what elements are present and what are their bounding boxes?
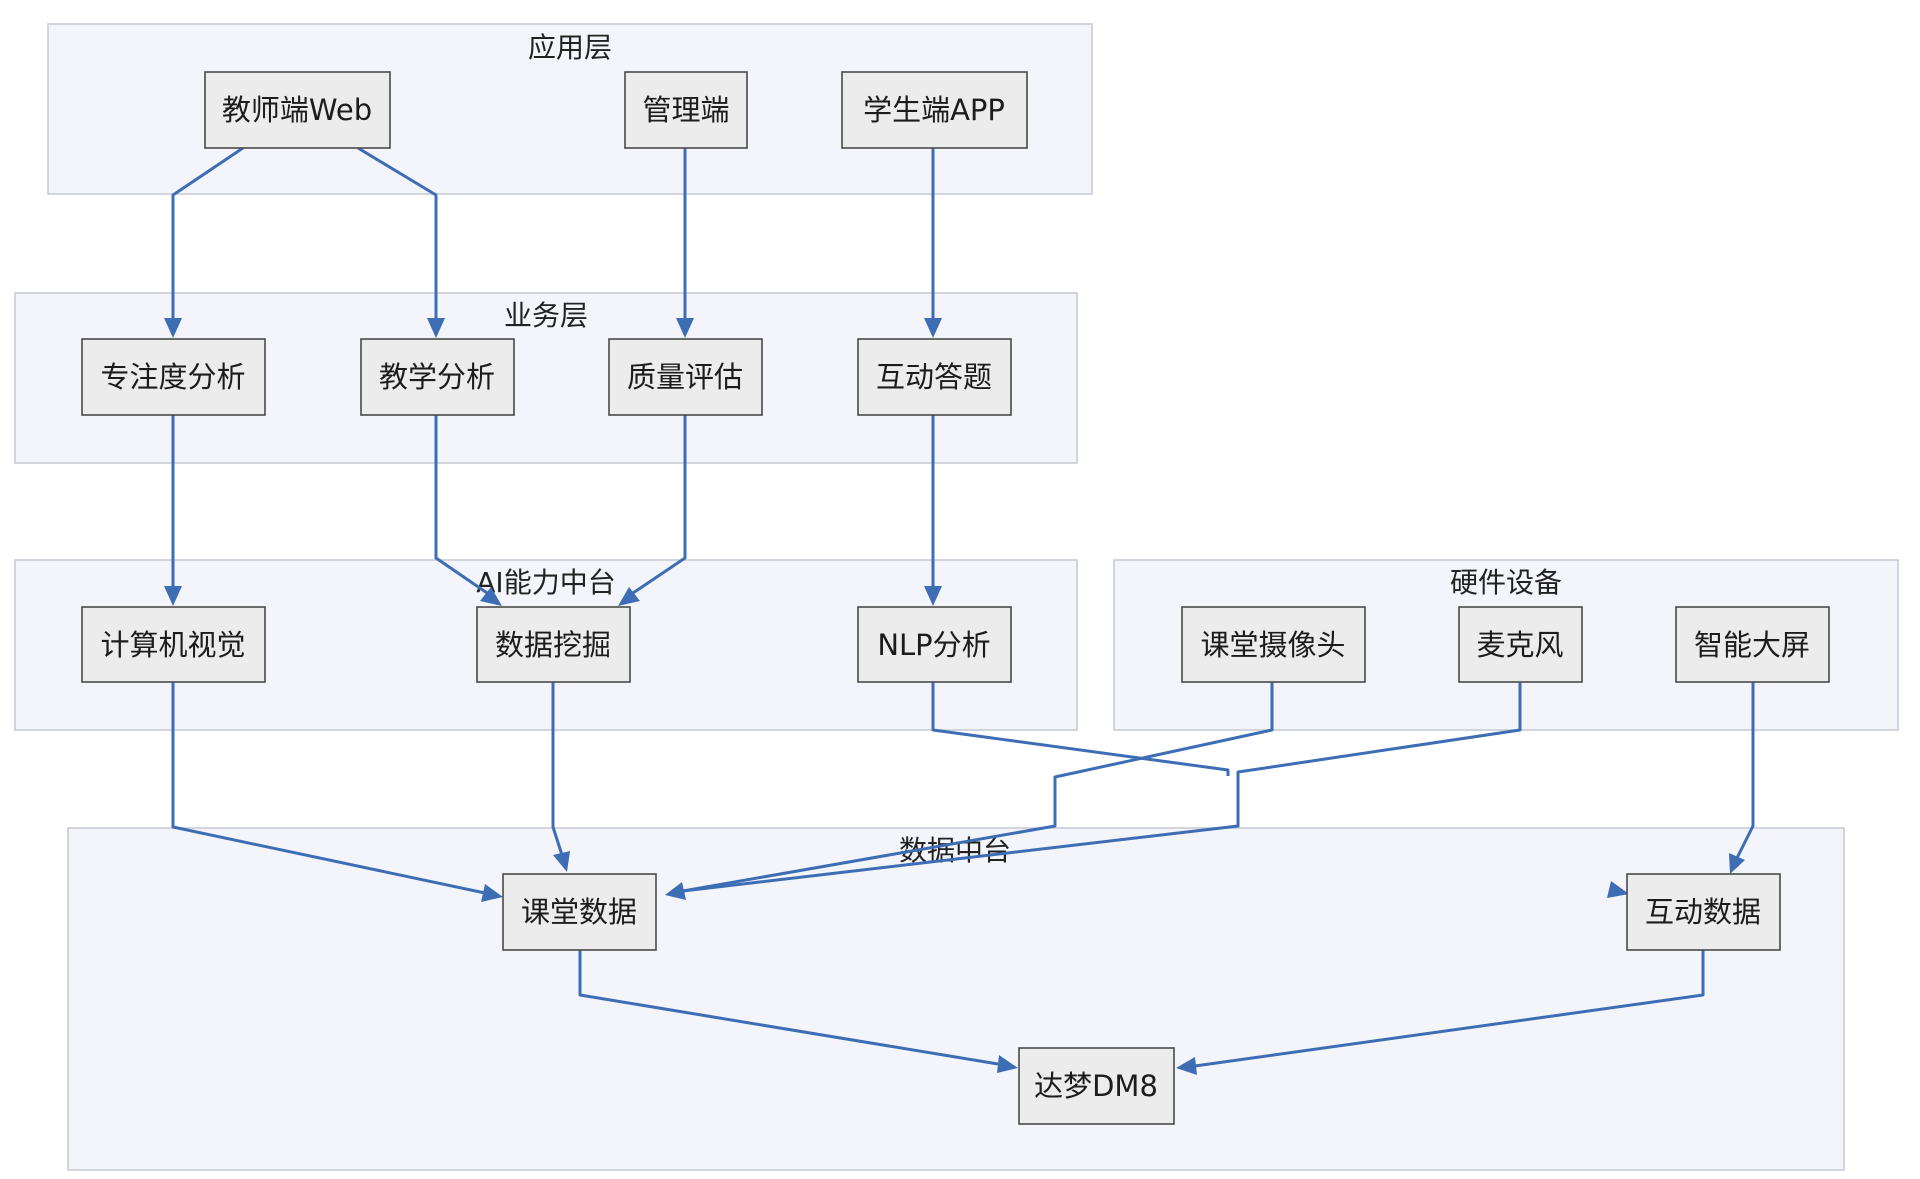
node-quality-eval[interactable]: 质量评估 [608,338,763,416]
node-smart-screen[interactable]: 智能大屏 [1675,606,1830,683]
group-data-platform: 数据中台 [67,827,1845,1171]
node-label: 互动答题 [876,360,992,394]
edge-microphone-to-classroom-data [682,682,1522,893]
node-label: 质量评估 [627,360,743,394]
arrow-head [553,851,570,872]
edge-teacher-web-to-teaching-analysis [357,146,438,322]
edge-classroom-data-to-dameng [578,950,999,1066]
node-label: 达梦DM8 [1034,1069,1158,1103]
group-title-application-layer: 应用层 [528,31,612,64]
node-focus-analysis[interactable]: 专注度分析 [81,338,266,416]
node-label: 专注度分析 [100,360,245,394]
arrow-head [1607,881,1629,898]
edge-computer-vision-to-classroom-data [171,682,486,895]
arrow-head [164,318,182,338]
node-label: 学生端APP [863,93,1005,127]
node-interactive-data[interactable]: 互动数据 [1626,873,1781,951]
node-student-app[interactable]: 学生端APP [841,71,1028,149]
node-classroom-data[interactable]: 课堂数据 [502,873,657,951]
node-label: 教师端Web [222,93,372,127]
arrow-head [480,587,502,606]
node-label: 麦克风 [1476,628,1563,662]
node-teaching-analysis[interactable]: 教学分析 [360,338,515,416]
arrow-head [924,586,942,606]
edge-smart-screen-to-interactive-data [1735,682,1755,859]
node-computer-vision[interactable]: 计算机视觉 [81,606,266,683]
group-title-hardware: 硬件设备 [1450,566,1562,599]
edge-camera-to-classroom-data [682,682,1274,893]
arrow-head [924,318,942,338]
node-microphone[interactable]: 麦克风 [1458,606,1583,683]
arrow-head [1729,853,1745,874]
arrow-head [481,884,503,902]
edge-teacher-web-to-focus-analysis [171,146,244,322]
node-label: NLP分析 [877,628,990,662]
node-label: 管理端 [642,93,729,127]
node-label: 计算机视觉 [100,628,245,662]
arrow-head [164,586,182,606]
node-classroom-camera[interactable]: 课堂摄像头 [1181,606,1366,683]
edge-nlp-analysis-to-interactive-data [931,682,1230,776]
node-label: 教学分析 [379,360,495,394]
arrow-head [676,318,694,338]
node-label: 课堂数据 [521,895,637,929]
edge-teaching-analysis-to-data-mining [434,415,491,597]
edges [164,146,1755,1075]
nodes: 教师端Web 管理端 学生端APP 专注度分析 教学分析 质量评估 互动答题 [81,71,1830,1125]
node-admin[interactable]: 管理端 [624,71,748,149]
arrow-head [665,882,686,900]
node-interactive-qa[interactable]: 互动答题 [857,338,1012,416]
edge-data-mining-to-classroom-data [551,682,564,856]
node-nlp-analysis[interactable]: NLP分析 [857,606,1012,683]
group-title-ai-platform: AI能力中台 [476,566,615,599]
node-label: 课堂摄像头 [1200,628,1345,662]
node-label: 互动数据 [1645,895,1761,929]
node-teacher-web[interactable]: 教师端Web [204,71,391,149]
node-label: 数据挖掘 [495,628,611,662]
node-data-mining[interactable]: 数据挖掘 [476,606,631,683]
arrow-head [1176,1057,1197,1075]
node-label: 智能大屏 [1694,628,1810,662]
edge-interactive-data-to-dameng [1194,950,1705,1068]
group-title-business-layer: 业务层 [504,299,588,332]
arrow-head [427,318,445,338]
node-dameng-db[interactable]: 达梦DM8 [1018,1047,1175,1125]
arrow-head [618,587,640,606]
edge-quality-eval-to-data-mining [629,415,687,597]
arrow-head [997,1055,1018,1073]
